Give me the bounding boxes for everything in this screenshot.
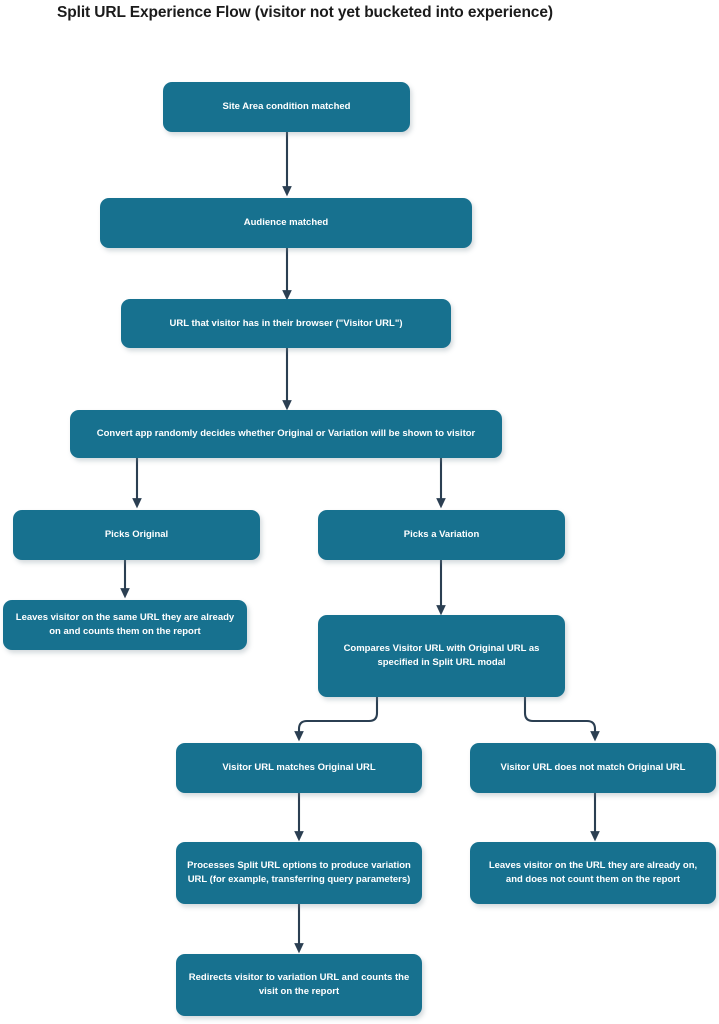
node-label: Leaves visitor on the URL they are alrea… — [488, 860, 698, 885]
edge-compares-urls-to-url-not-matches — [523, 696, 600, 742]
node-label: Leaves visitor on the same URL they are … — [15, 612, 235, 637]
node-audience-matched[interactable]: Audience matched — [100, 198, 472, 248]
node-label: Processes Split URL options to produce v… — [187, 860, 411, 885]
node-picks-a-variation[interactable]: Picks a Variation — [318, 510, 565, 560]
node-label: Visitor URL matches Original URL — [222, 762, 376, 774]
page-title: Split URL Experience Flow (visitor not y… — [57, 4, 553, 21]
node-site-area-condition-matched[interactable]: Site Area condition matched — [163, 82, 410, 132]
node-compares-visitor-url[interactable]: Compares Visitor URL with Original URL a… — [318, 615, 565, 697]
node-label: Redirects visitor to variation URL and c… — [188, 972, 410, 997]
node-convert-app-randomly-decides[interactable]: Convert app randomly decides whether Ori… — [70, 410, 502, 458]
node-visitor-url[interactable]: URL that visitor has in their browser ("… — [121, 299, 451, 348]
edge-compares-urls-to-url-matches — [294, 696, 379, 742]
node-label: Visitor URL does not match Original URL — [500, 762, 686, 774]
node-visitor-url-does-not-match[interactable]: Visitor URL does not match Original URL — [470, 743, 716, 793]
node-redirects-visitor[interactable]: Redirects visitor to variation URL and c… — [176, 954, 422, 1016]
node-label: Compares Visitor URL with Original URL a… — [343, 643, 540, 668]
node-leaves-visitor-no-count[interactable]: Leaves visitor on the URL they are alrea… — [470, 842, 716, 904]
node-leaves-visitor-same-url[interactable]: Leaves visitor on the same URL they are … — [3, 600, 247, 650]
node-label: Audience matched — [243, 217, 329, 229]
node-label: URL that visitor has in their browser ("… — [169, 317, 403, 329]
node-picks-original[interactable]: Picks Original — [13, 510, 260, 560]
node-visitor-url-matches[interactable]: Visitor URL matches Original URL — [176, 743, 422, 793]
node-label: Site Area condition matched — [222, 101, 351, 113]
node-label: Picks a Variation — [403, 529, 480, 541]
node-label: Picks Original — [104, 529, 169, 541]
node-processes-split-url-options[interactable]: Processes Split URL options to produce v… — [176, 842, 422, 904]
node-label: Convert app randomly decides whether Ori… — [96, 428, 476, 440]
